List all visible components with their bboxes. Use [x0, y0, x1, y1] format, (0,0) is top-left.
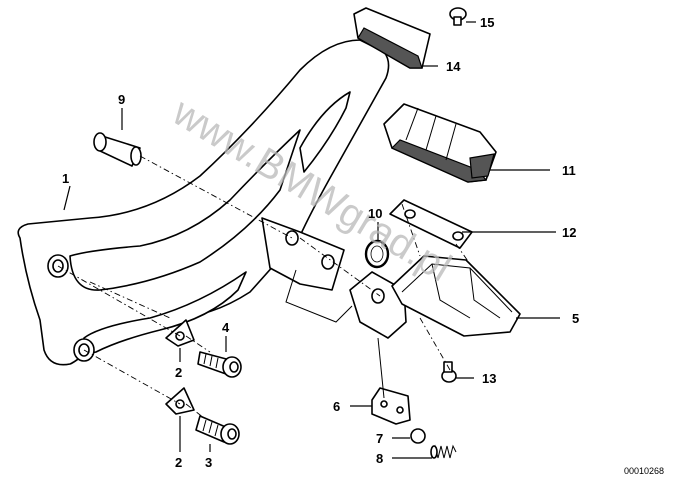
leader-lines	[63, 21, 560, 459]
callout-10: 10	[368, 206, 382, 221]
callout-labels: 1 2 2 3 4 5 6 7 8 9 10 11 12 13 14 15	[62, 15, 579, 470]
callout-8: 8	[376, 451, 383, 466]
screw-part-3	[195, 415, 240, 445]
callout-9: 9	[118, 92, 125, 107]
callout-12: 12	[562, 225, 576, 240]
callout-11: 11	[562, 163, 576, 178]
document-number: 00010268	[624, 466, 664, 476]
callout-5: 5	[572, 311, 579, 326]
callout-6: 6	[333, 399, 340, 414]
bracket-part-1	[17, 39, 390, 366]
pin-part-9	[93, 132, 142, 167]
assembly-lines	[57, 155, 471, 419]
callout-15: 15	[480, 15, 494, 30]
callout-1: 1	[62, 171, 69, 186]
screw-part-15	[449, 7, 467, 26]
footrest-part-5	[391, 255, 521, 337]
tab-washer-part-2b	[165, 387, 195, 415]
callout-14: 14	[446, 59, 461, 74]
heel-pad-part-14	[353, 7, 431, 69]
callout-7: 7	[376, 431, 383, 446]
screw-part-4	[197, 351, 242, 378]
spring-part-8	[430, 444, 457, 459]
circlip-part-10	[364, 239, 390, 269]
callout-2-lower: 2	[175, 455, 182, 470]
rubber-pad-part-11	[383, 103, 497, 183]
callout-2-upper: 2	[175, 365, 182, 380]
callout-13: 13	[482, 371, 496, 386]
bolt-part-13	[441, 361, 457, 383]
holder-part-6	[371, 387, 411, 425]
hinge-block	[349, 271, 407, 339]
callout-3: 3	[205, 455, 212, 470]
ball-part-7	[410, 428, 426, 444]
callout-4: 4	[222, 320, 230, 335]
